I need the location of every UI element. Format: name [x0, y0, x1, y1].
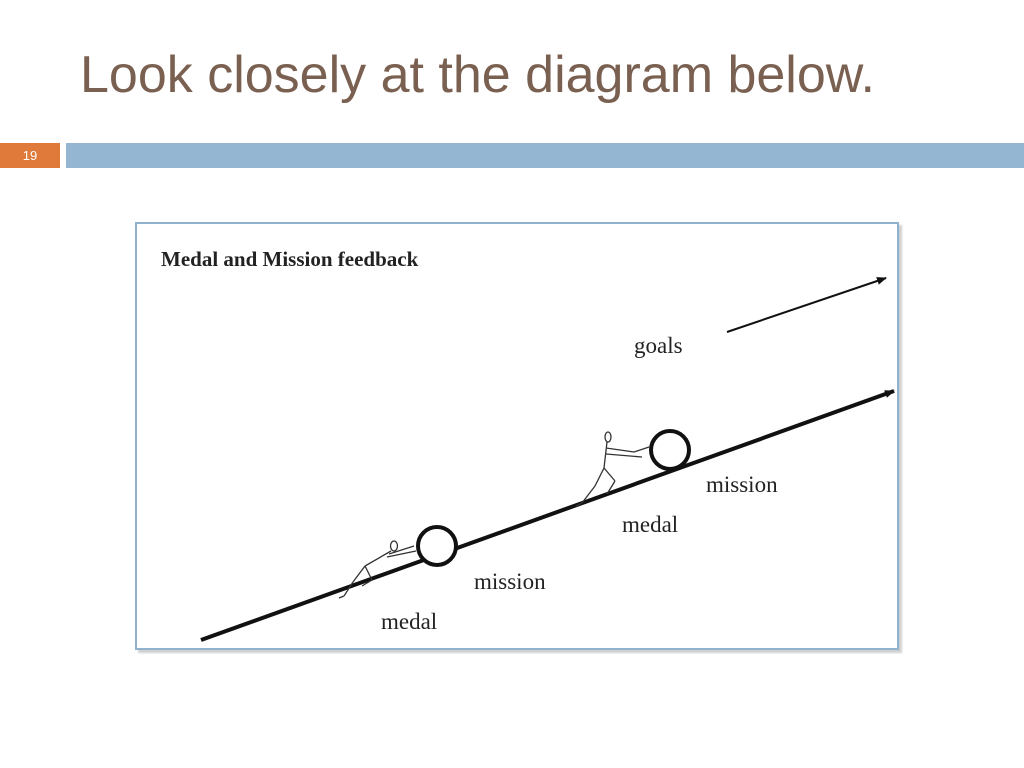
lower-ball: [416, 525, 458, 567]
goals-label: goals: [634, 333, 683, 358]
lower-mission-label: mission: [474, 569, 546, 594]
slide-number-badge: 19: [0, 143, 60, 168]
slide-title: Look closely at the diagram below.: [80, 46, 875, 104]
diagram-frame: Medal and Mission feedback goals mission…: [135, 222, 899, 650]
header-divider-bar: [66, 143, 1024, 168]
progress-slope-arrow: [200, 389, 895, 642]
lower-medal-label: medal: [381, 609, 437, 634]
upper-medal-label: medal: [622, 512, 678, 537]
upper-ball: [649, 429, 691, 471]
upper-mission-label: mission: [706, 472, 778, 497]
diagram-heading: Medal and Mission feedback: [161, 247, 419, 271]
goals-arrow: [726, 277, 887, 333]
upper-pushing-figure-icon: [575, 431, 650, 507]
diagram-canvas: Medal and Mission feedback goals mission…: [161, 247, 895, 642]
lower-pushing-figure-icon: [338, 540, 417, 599]
